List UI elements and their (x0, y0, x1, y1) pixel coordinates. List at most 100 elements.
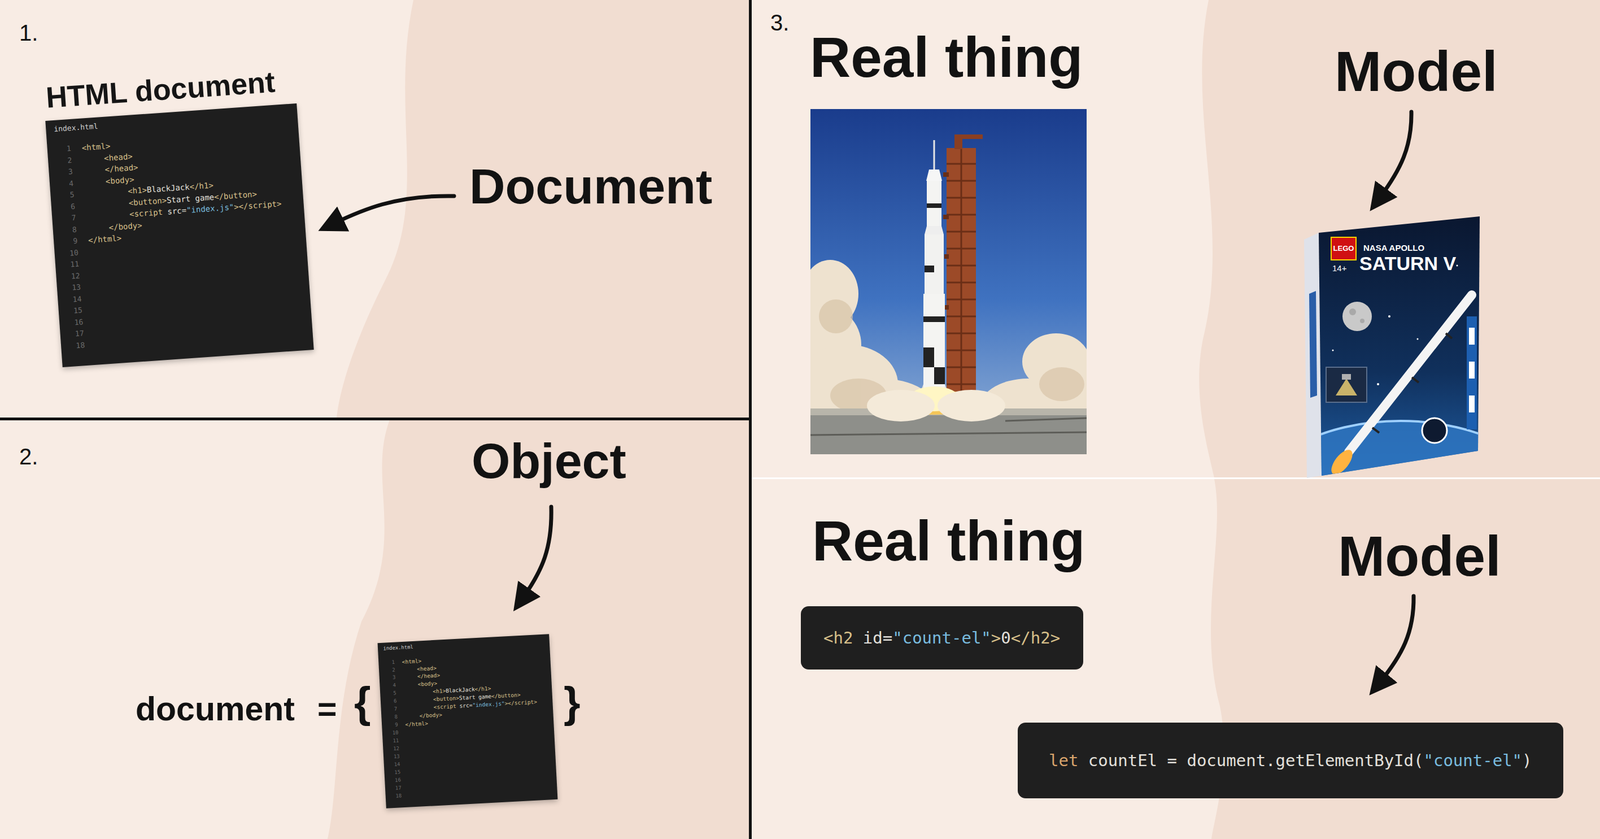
code-token: </script (238, 199, 277, 212)
code-token: <h1 (127, 185, 143, 196)
code-line: </head> (104, 161, 139, 176)
line-number: 4 (382, 681, 397, 691)
equals-sign: = (317, 692, 337, 726)
code-token: "count-el" (892, 628, 992, 648)
code-token: </h2 (1010, 628, 1051, 648)
line-number: 13 (60, 281, 81, 295)
code-token: "index.js" (472, 700, 505, 709)
code-line: <html> (81, 140, 111, 154)
callout-label: Object (471, 436, 627, 486)
heading-label: Real thing (812, 512, 1085, 569)
box-print-text: NASA APOLLO (1363, 243, 1425, 252)
line-number: 5 (382, 689, 397, 699)
code-token: <body (105, 174, 130, 186)
code-token: > (141, 185, 148, 195)
document-heading: HTML document (44, 65, 277, 116)
code-token: > (991, 628, 1001, 648)
code-token: > (504, 699, 508, 706)
code-editor-window: index.html123456789101112131415161718<ht… (377, 633, 558, 809)
pointer-arrows (333, 111, 1414, 683)
line-number: 17 (64, 327, 85, 341)
code-token: > (161, 195, 168, 206)
code-token: </head (104, 162, 134, 174)
line-number: 13 (386, 752, 400, 761)
line-number: 10 (385, 728, 399, 738)
line-number: 17 (387, 783, 402, 793)
code-token: ) (1522, 750, 1532, 770)
code-token: > (105, 141, 111, 151)
code-token: > (533, 698, 538, 705)
line-number: 14 (62, 293, 82, 307)
line-number: 2 (52, 154, 73, 168)
code-line: <body> (105, 173, 135, 187)
heading-label: Model (1337, 527, 1502, 584)
code-token: > (517, 691, 521, 698)
code-word: document (135, 692, 295, 726)
code-snippet-box: <h2 id="count-el">0</h2> (800, 606, 1084, 670)
line-number: 15 (387, 768, 401, 777)
code-token: BlackJack (146, 182, 190, 195)
code-token: > (438, 711, 443, 718)
code-token: </head (417, 672, 438, 680)
code-text: let countEl = document.getElementById("c… (1048, 750, 1533, 771)
panel-number: 1. (19, 21, 38, 45)
code-token: let (1048, 750, 1079, 770)
code-token: > (251, 189, 258, 199)
lego-box-illustration (1248, 216, 1554, 602)
line-number: 3 (382, 673, 396, 683)
line-number: 18 (388, 791, 403, 801)
code-token: Start game (459, 692, 492, 701)
code-token: src= (162, 205, 187, 217)
line-number: 6 (55, 200, 76, 214)
line-number: 18 (65, 339, 86, 353)
code-token: "index.js" (186, 202, 235, 215)
code-token: > (233, 202, 240, 212)
code-line: <head> (103, 150, 133, 164)
code-token: > (433, 664, 437, 671)
code-token: <head (103, 151, 129, 163)
code-token: <script (433, 702, 457, 710)
code-snippet-box: let countEl = document.getElementById("c… (1017, 722, 1564, 799)
code-token: </h1 (474, 685, 488, 692)
code-token: src= (456, 702, 473, 709)
line-number: 6 (383, 697, 398, 706)
line-number: 16 (387, 775, 401, 785)
code-token: > (1050, 628, 1061, 648)
line-number: 2 (381, 665, 396, 675)
code-line: <body> (417, 679, 438, 689)
code-line: <head> (416, 663, 437, 673)
code-token: </h1 (189, 180, 209, 191)
line-number: 4 (54, 177, 74, 191)
code-token: > (276, 198, 282, 209)
code-token: </body (108, 220, 138, 232)
code-token: </button (491, 691, 518, 700)
code-token: 0 (1000, 628, 1011, 648)
line-number: 16 (63, 316, 84, 330)
code-token: <body (417, 679, 434, 687)
code-token: </script (507, 698, 534, 706)
code-token: Start game (166, 192, 215, 205)
code-token: <h2 (823, 628, 853, 648)
line-number: 9 (384, 721, 399, 730)
code-line: </html> (88, 232, 122, 247)
line-number: 15 (62, 304, 83, 318)
line-number: 12 (60, 269, 81, 283)
line-number: 1 (381, 657, 395, 667)
code-token: <button (433, 694, 457, 703)
line-number: 12 (385, 744, 400, 753)
panel-number: 3. (770, 11, 789, 34)
code-line: </body> (108, 219, 143, 234)
code-text: <h2 id="count-el">0</h2> (823, 628, 1061, 648)
code-editor-window: HTML documentindex.html12345678910111213… (45, 103, 314, 368)
code-token: > (127, 151, 134, 161)
code-token: </body (419, 711, 439, 719)
code-token: </button (214, 189, 253, 202)
code-token: <html (81, 141, 106, 153)
code-token: > (424, 720, 429, 727)
line-number: 8 (384, 713, 399, 722)
file-tab-name: index.html (382, 643, 414, 652)
code-token: </html (88, 233, 118, 245)
heading-label: Real thing (809, 28, 1083, 86)
